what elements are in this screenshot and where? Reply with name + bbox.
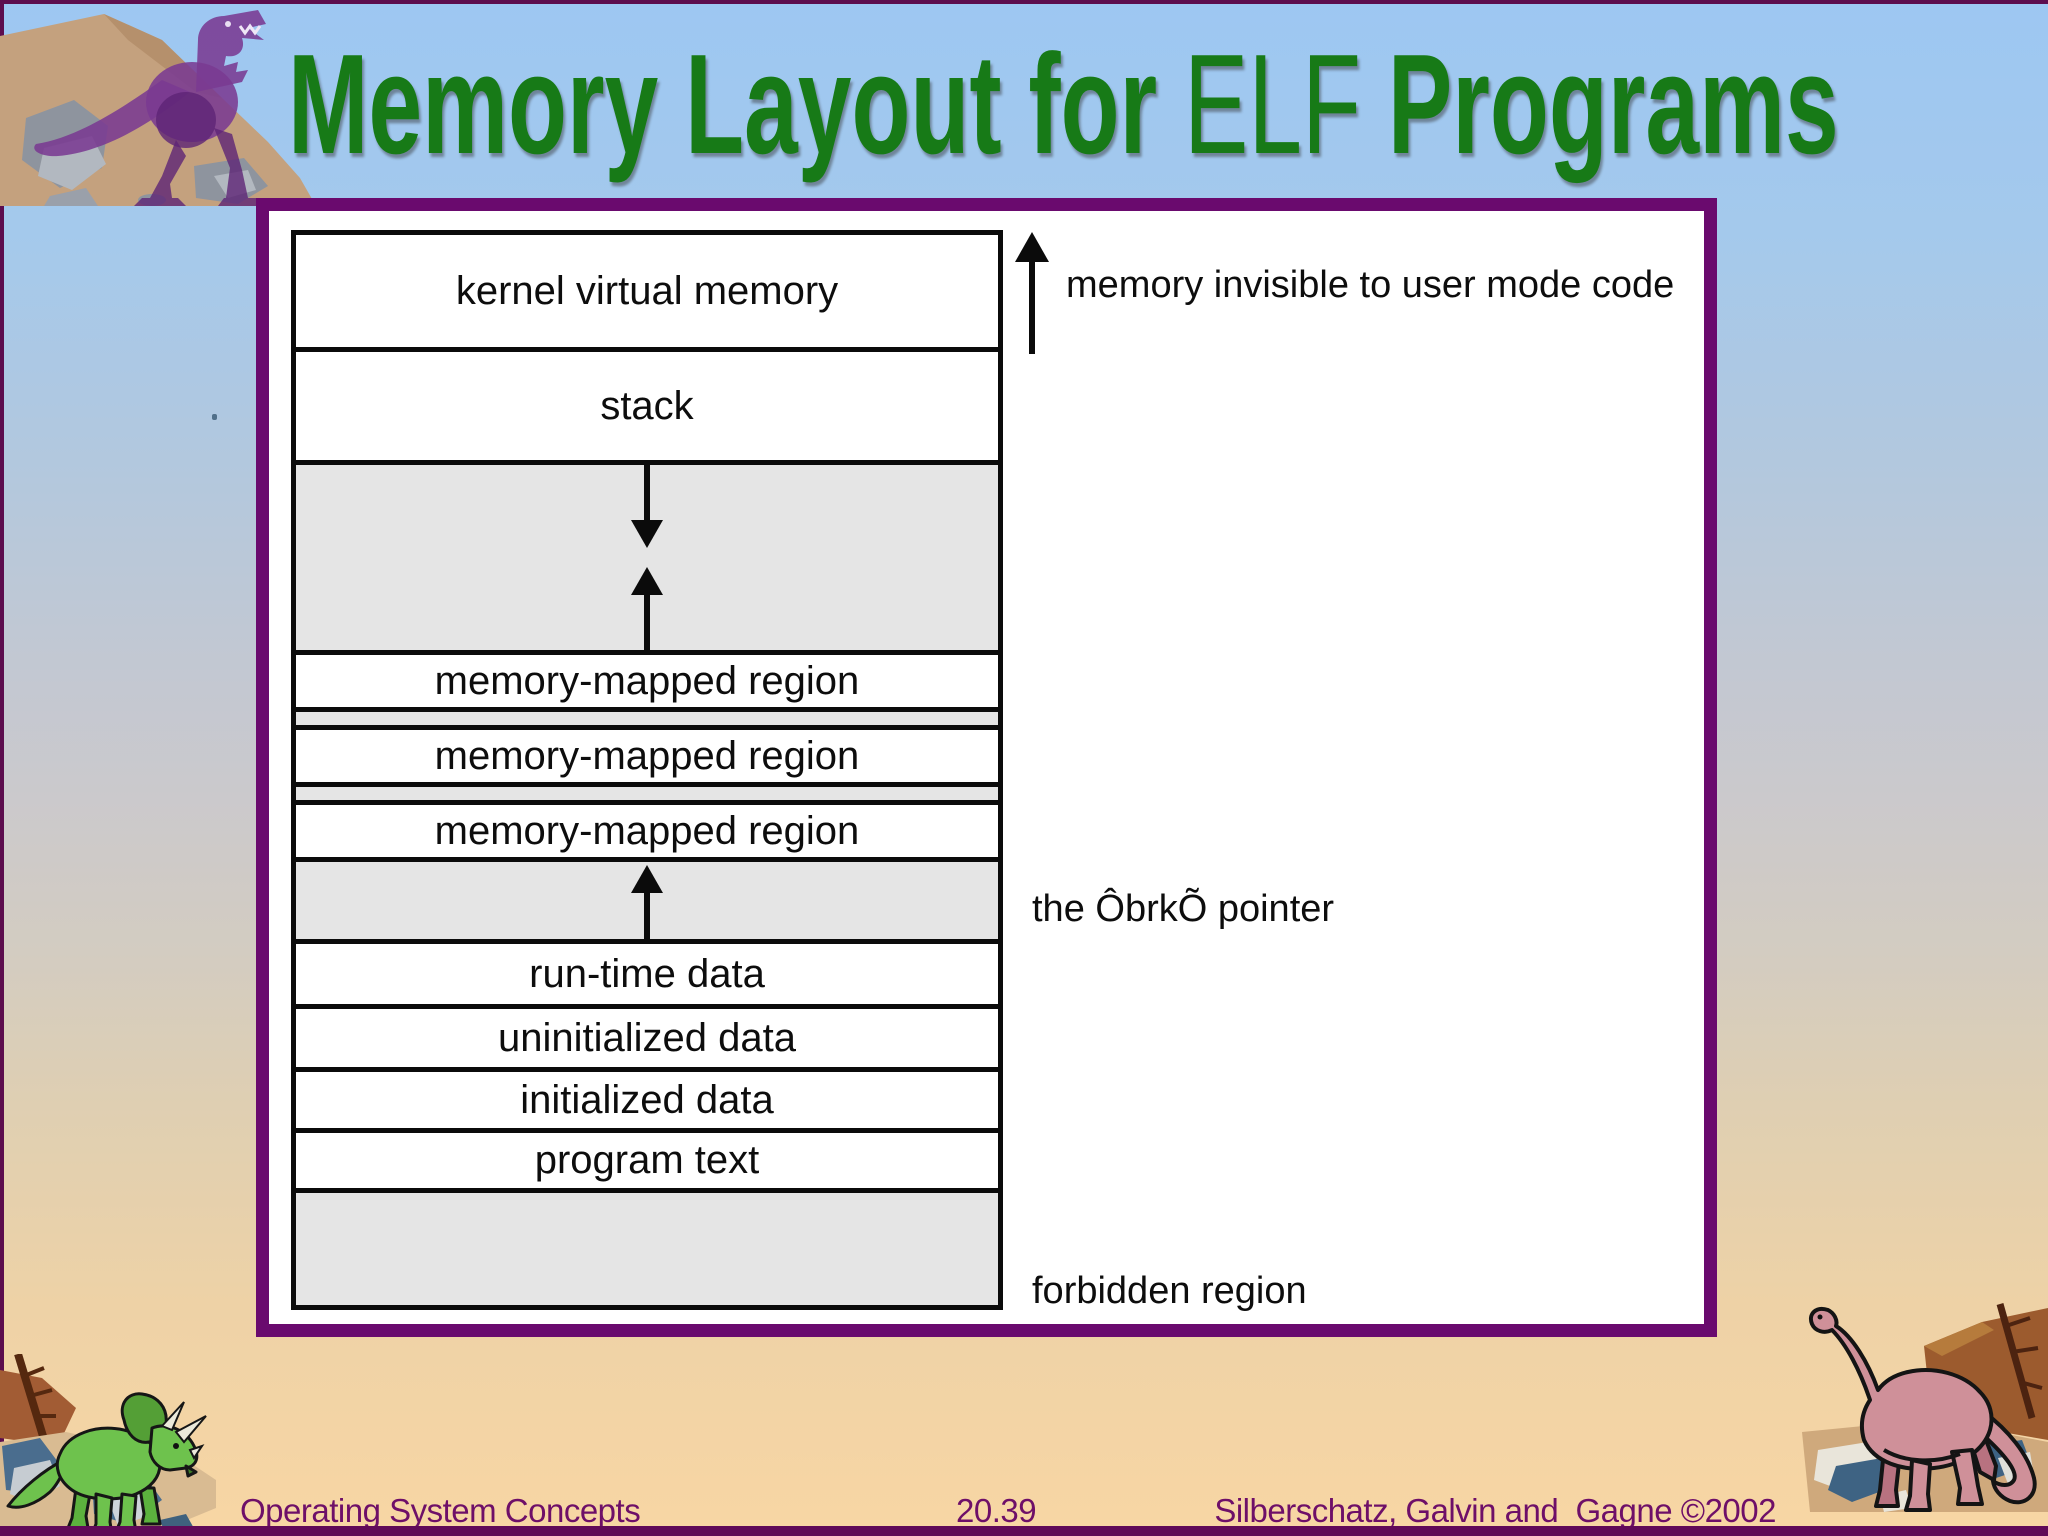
arrow-head	[1015, 232, 1049, 262]
memory-column: kernel virtual memory stack memory-mappe…	[291, 230, 1003, 1310]
trex-illustration	[0, 10, 316, 206]
annotation-memory-invisible: memory invisible to user mode code	[1066, 264, 1675, 306]
mapped-gap-1	[296, 707, 998, 725]
stack-growth-down-arrow-icon	[631, 465, 663, 548]
memory-region-mapped-3: memory-mapped region	[296, 800, 998, 857]
region-label: program text	[534, 1138, 760, 1182]
arrow-shaft	[1029, 262, 1035, 354]
brk-gap-region	[296, 857, 998, 939]
memory-region-kernel: kernel virtual memory	[296, 235, 998, 347]
footer-authors: Silberschatz, Galvin and Gagne ©2002	[1214, 1492, 1776, 1529]
footer-book-title: Operating System Concepts	[240, 1492, 641, 1529]
memory-region-mapped-1: memory-mapped region	[296, 650, 998, 707]
memory-region-initialized-data: initialized data	[296, 1067, 998, 1128]
region-label: memory-mapped region	[434, 733, 860, 778]
footer-page-number: 20.39	[956, 1492, 1037, 1529]
region-label: uninitialized data	[498, 1015, 796, 1060]
memory-region-program-text: program text	[296, 1128, 998, 1188]
brk-up-arrow-icon	[631, 865, 663, 939]
sauropod-illustration	[1802, 1303, 2048, 1512]
slide-bottom-border	[0, 1526, 2048, 1536]
region-label: memory-mapped region	[434, 808, 860, 853]
region-label: memory-mapped region	[434, 658, 860, 703]
mapped-gap-2	[296, 782, 998, 800]
triceratops-illustration	[0, 1354, 216, 1536]
arrow-head	[631, 865, 663, 893]
slide-top-border	[0, 0, 2048, 4]
arrow-shaft	[644, 893, 650, 939]
annotation-brk-pointer: the ÔbrkÕ pointer	[1032, 888, 1335, 930]
page-title: Memory Layout for ELF Programs	[288, 20, 1839, 190]
forbidden-region-block	[296, 1188, 998, 1305]
mmap-growth-up-arrow-icon	[631, 567, 663, 650]
kernel-direction-up-arrow-icon	[1015, 232, 1049, 354]
memory-region-uninitialized-data: uninitialized data	[296, 1004, 998, 1067]
region-label: stack	[600, 383, 694, 428]
arrow-head	[631, 520, 663, 548]
title-part-1: Memory Layout for	[288, 25, 1184, 184]
arrow-shaft	[644, 465, 650, 520]
memory-region-mapped-2: memory-mapped region	[296, 725, 998, 782]
region-label: run-time data	[529, 951, 765, 996]
memory-region-runtime-data: run-time data	[296, 939, 998, 1004]
region-label: kernel virtual memory	[455, 268, 839, 313]
annotation-forbidden-region: forbidden region	[1032, 1270, 1307, 1312]
slide-left-border	[0, 0, 4, 1536]
memory-region-stack: stack	[296, 347, 998, 460]
title-part-2: Programs	[1361, 25, 1839, 184]
arrow-head	[631, 567, 663, 595]
screen-speck	[212, 414, 217, 420]
arrow-shaft	[644, 595, 650, 650]
region-label: initialized data	[520, 1077, 774, 1122]
stack-heap-gap-region	[296, 460, 998, 650]
title-elf-text: ELF	[1183, 25, 1362, 184]
diagram-frame: kernel virtual memory stack memory-mappe…	[256, 198, 1717, 1337]
